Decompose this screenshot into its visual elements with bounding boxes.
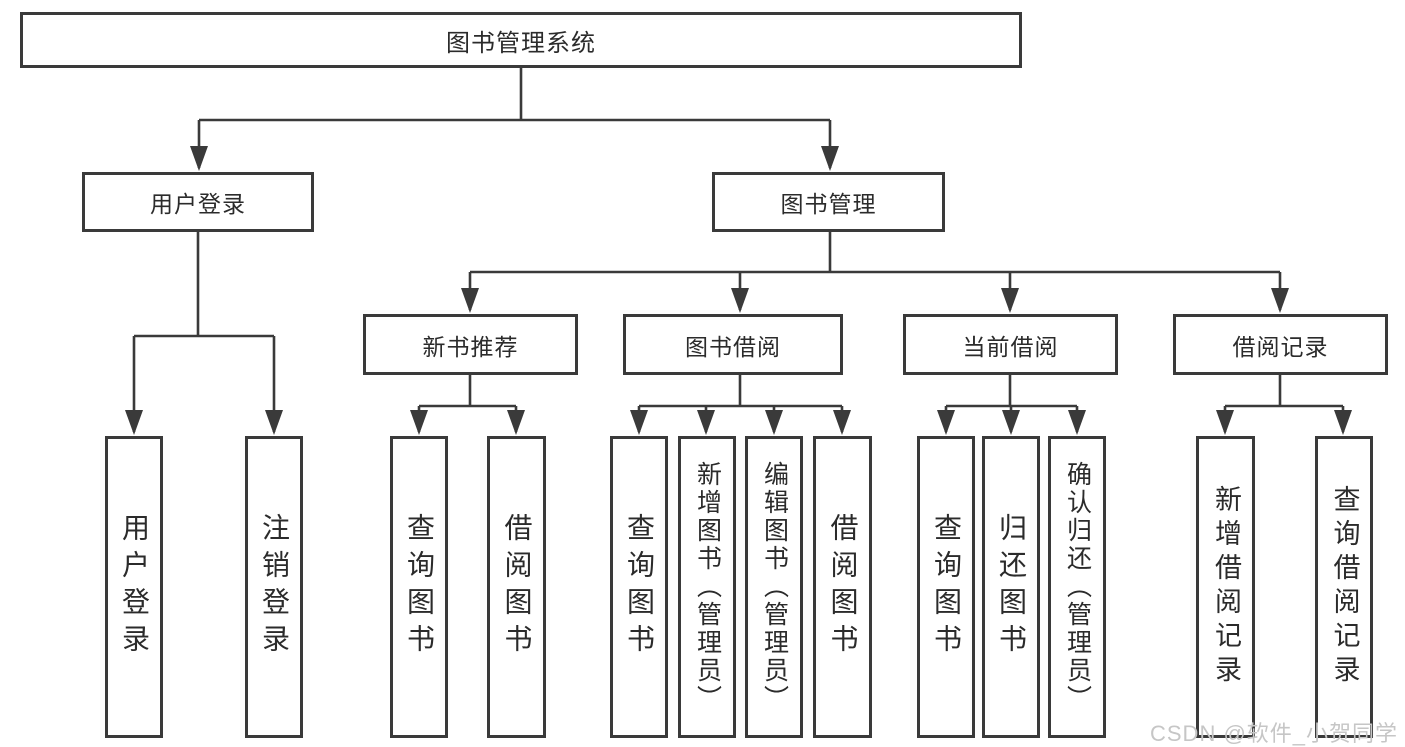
node-label: 当前借阅 — [962, 333, 1059, 360]
leaf-add-borrow-record: 新增借阅记录 — [1196, 436, 1255, 738]
node-label: 图书管理 — [780, 191, 877, 217]
node-user-login-branch: 用户登录 — [82, 172, 314, 232]
node-book-borrow: 图书借阅 — [623, 314, 843, 375]
leaf-borrow-book-1: 借阅图书 — [487, 436, 546, 738]
node-label: 图书借阅 — [685, 333, 781, 360]
node-current-borrow: 当前借阅 — [903, 314, 1118, 375]
node-label: 新增图书（管理员） — [693, 461, 722, 713]
node-new-book-recommend: 新书推荐 — [363, 314, 578, 375]
node-label: 归还图书 — [996, 513, 1027, 661]
leaf-edit-book-admin: 编辑图书（管理员） — [745, 436, 803, 738]
leaf-add-book-admin: 新增图书（管理员） — [678, 436, 736, 738]
node-label: 注销登录 — [259, 513, 290, 661]
leaf-confirm-return-admin: 确认归还（管理员） — [1048, 436, 1106, 738]
node-label: 借阅图书 — [827, 513, 859, 661]
node-label: 用户登录 — [119, 513, 150, 661]
csdn-watermark: CSDN @软件_小贺同学 — [1150, 721, 1399, 746]
leaf-query-book-3: 查询图书 — [917, 436, 975, 738]
leaf-query-book-2: 查询图书 — [610, 436, 668, 738]
node-label: 编辑图书（管理员） — [760, 461, 789, 713]
node-label: 查询借阅记录 — [1329, 485, 1360, 689]
node-label: 确认归还（管理员） — [1063, 461, 1092, 713]
node-label: 查询图书 — [624, 513, 655, 661]
node-borrow-record: 借阅记录 — [1173, 314, 1388, 375]
node-label: 借阅图书 — [501, 513, 533, 661]
leaf-query-book-1: 查询图书 — [390, 436, 448, 738]
node-label: 图书管理系统 — [446, 29, 596, 57]
leaf-borrow-book-2: 借阅图书 — [813, 436, 872, 738]
leaf-logout: 注销登录 — [245, 436, 303, 738]
node-label: 查询图书 — [931, 513, 962, 661]
node-label: 借阅记录 — [1232, 333, 1329, 360]
leaf-return-book: 归还图书 — [982, 436, 1040, 738]
node-label: 查询图书 — [404, 513, 435, 661]
node-book-management-branch: 图书管理 — [712, 172, 945, 232]
node-root-system: 图书管理系统 — [20, 12, 1022, 68]
leaf-query-borrow-record: 查询借阅记录 — [1315, 436, 1373, 738]
node-label: 用户登录 — [150, 191, 246, 217]
leaf-user-login: 用户登录 — [105, 436, 163, 738]
node-label: 新增借阅记录 — [1211, 485, 1241, 689]
node-label: 新书推荐 — [422, 333, 519, 360]
